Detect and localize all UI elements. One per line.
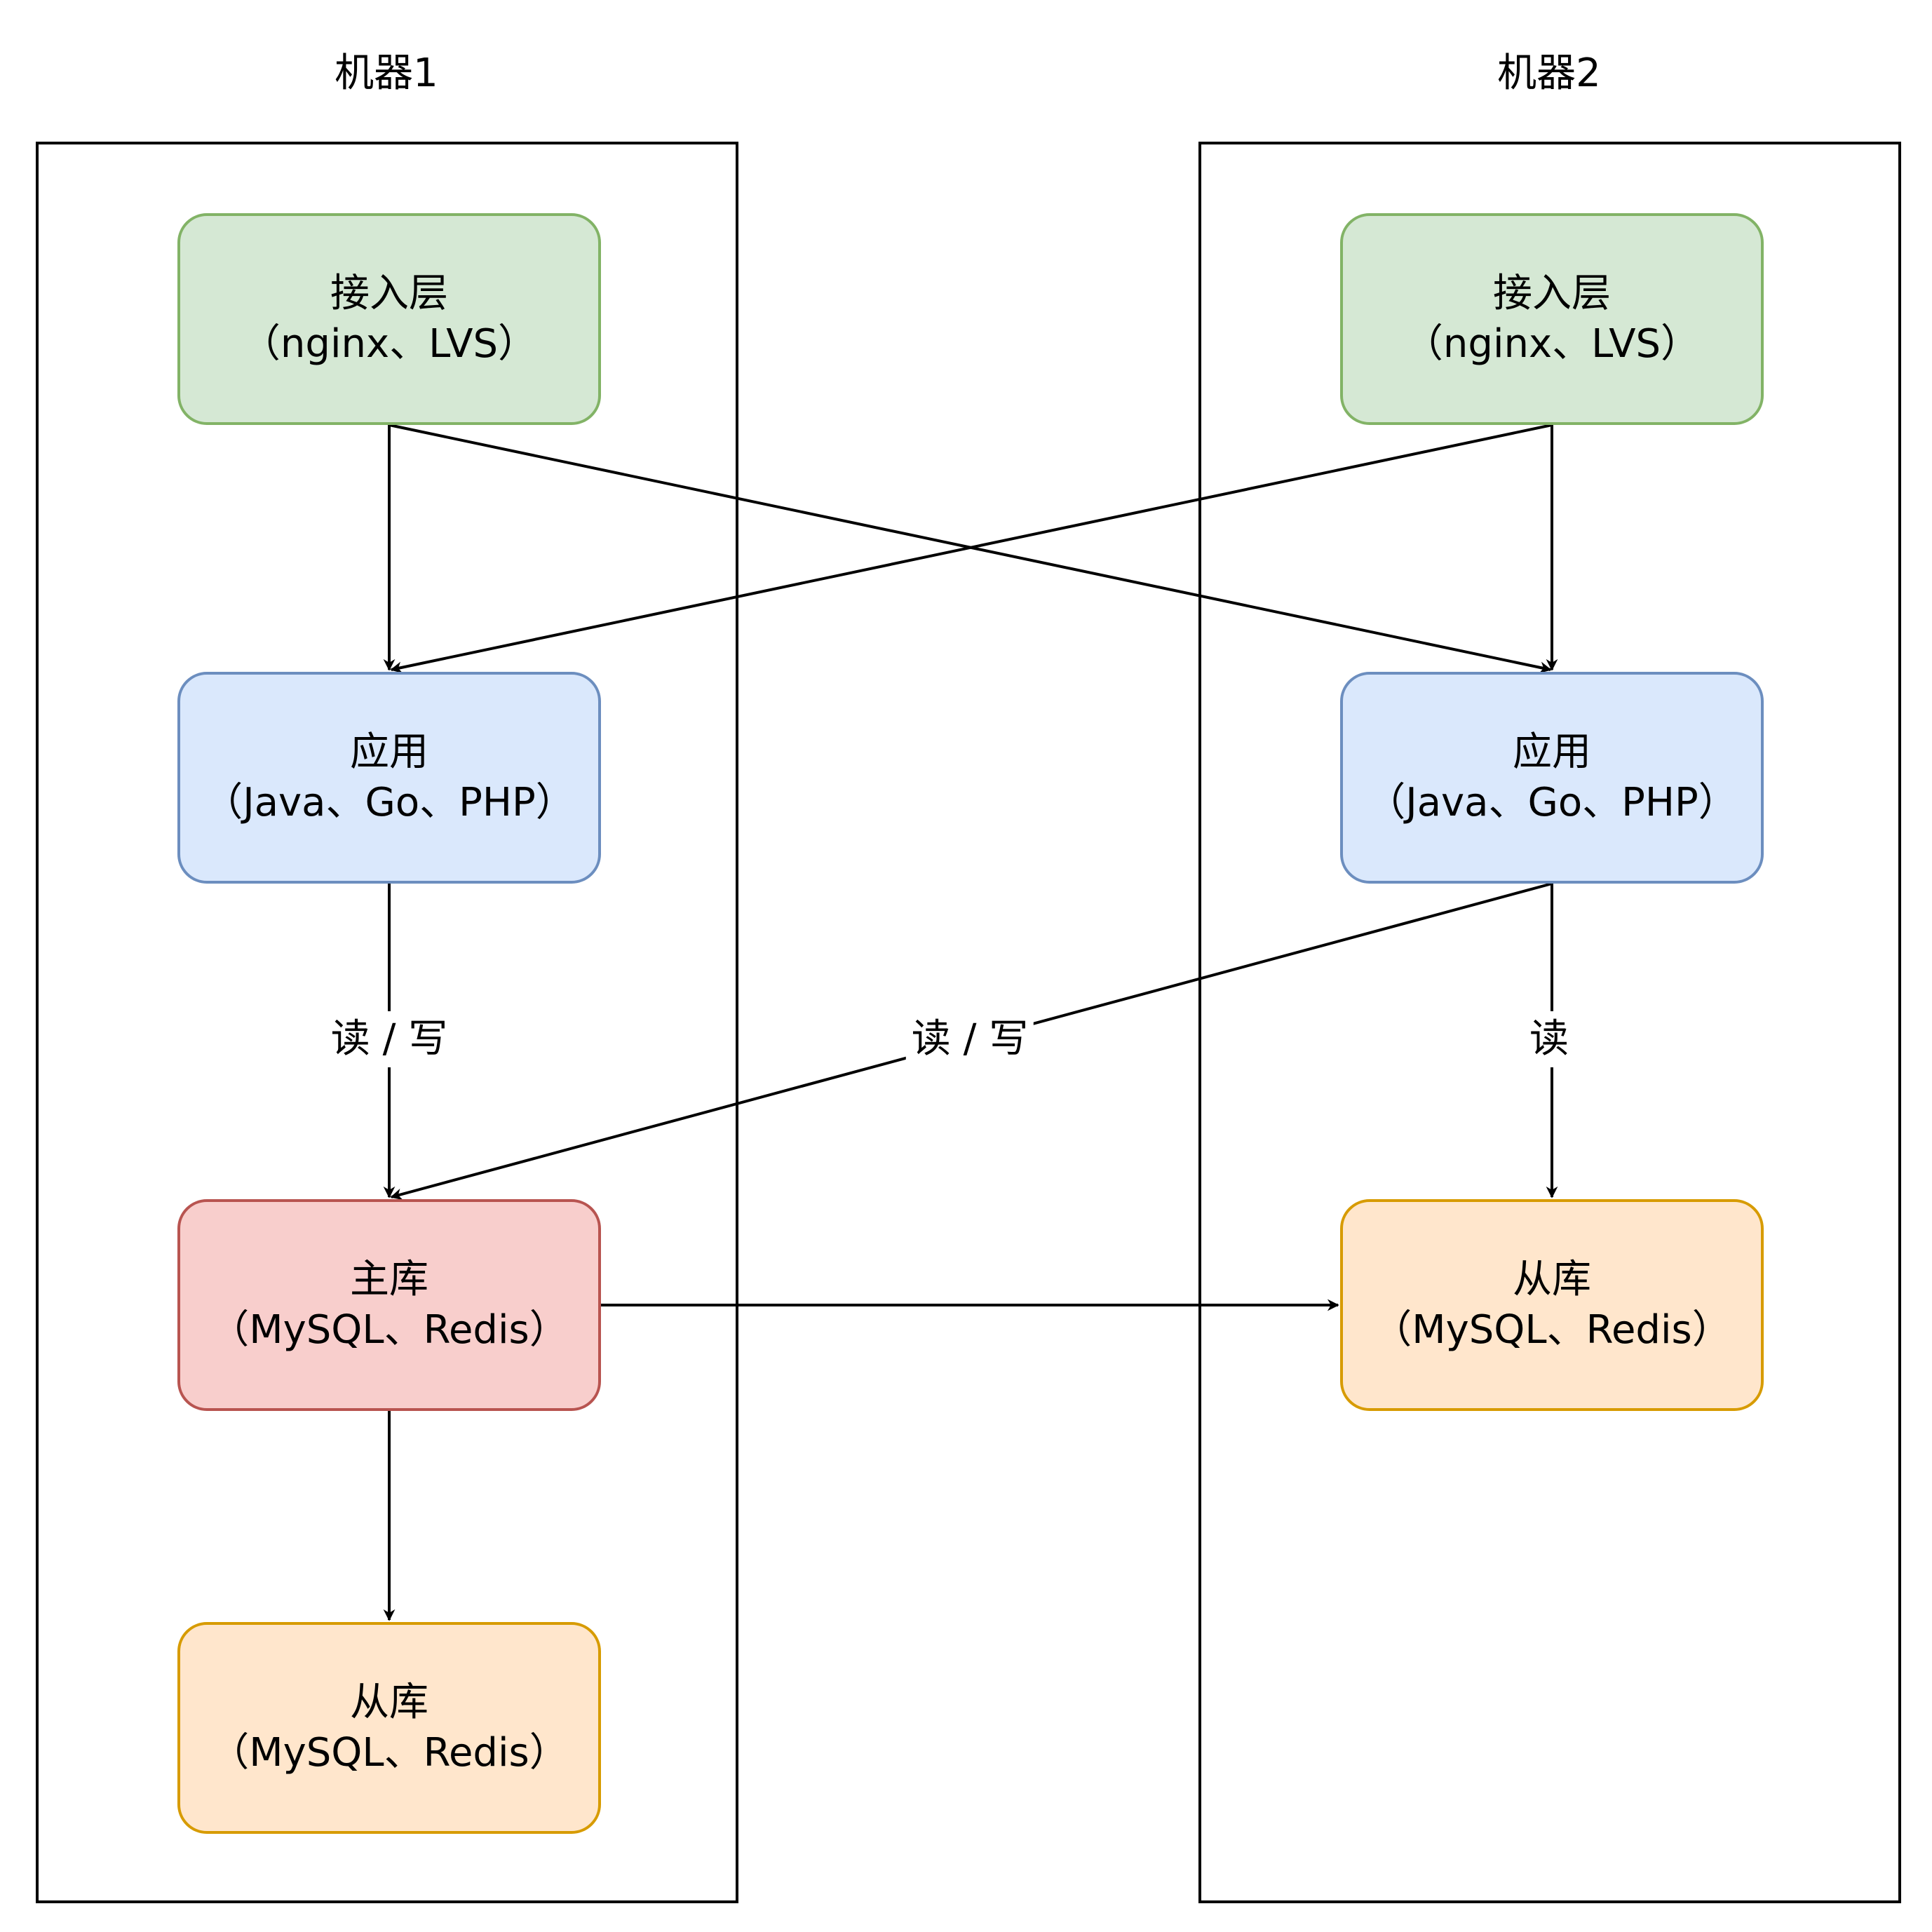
node-detail: （MySQL、Redis）: [1372, 1307, 1731, 1353]
edge-label-read: 读: [1524, 1011, 1574, 1067]
application-node-1: 应用 （Java、Go、PHP）: [177, 672, 601, 884]
replica-db-node-1: 从库 （MySQL、Redis）: [177, 1622, 601, 1834]
node-title: 接入层: [330, 271, 448, 316]
node-title: 从库: [1513, 1257, 1591, 1302]
edge-label-read-write-2: 读 / 写: [905, 1011, 1034, 1067]
access-layer-node-1: 接入层 （nginx、LVS）: [177, 213, 601, 425]
replica-db-node-2: 从库 （MySQL、Redis）: [1340, 1199, 1764, 1411]
node-detail: （MySQL、Redis）: [210, 1730, 569, 1776]
node-title: 从库: [350, 1680, 428, 1725]
access-layer-node-2: 接入层 （nginx、LVS）: [1340, 213, 1764, 425]
node-detail: （nginx、LVS）: [241, 321, 538, 367]
node-detail: （Java、Go、PHP）: [203, 780, 575, 825]
node-title: 应用: [350, 729, 428, 775]
node-title: 应用: [1513, 729, 1591, 775]
machine-2-title: 机器2: [1497, 50, 1601, 96]
edge-label-read-write-1: 读 / 写: [325, 1011, 454, 1067]
master-db-node: 主库 （MySQL、Redis）: [177, 1199, 601, 1411]
application-node-2: 应用 （Java、Go、PHP）: [1340, 672, 1764, 884]
node-title: 主库: [350, 1257, 428, 1302]
node-detail: （Java、Go、PHP）: [1366, 780, 1738, 825]
node-detail: （nginx、LVS）: [1403, 321, 1701, 367]
node-title: 接入层: [1493, 271, 1611, 316]
node-detail: （MySQL、Redis）: [210, 1307, 569, 1353]
machine-1-title: 机器1: [335, 50, 438, 96]
